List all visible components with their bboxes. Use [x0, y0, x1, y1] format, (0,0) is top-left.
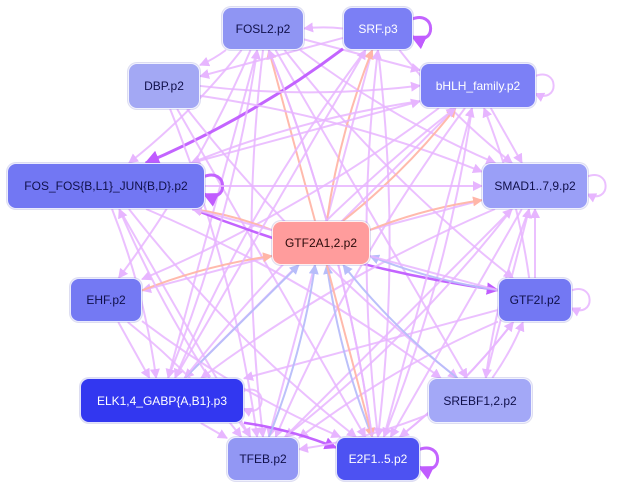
edge-gtf2a-to-srf	[325, 49, 374, 222]
edge-elk-to-tfeb	[200, 422, 228, 440]
edge-srf-to-srf	[410, 16, 433, 50]
node-dbp[interactable]: DBP.p2	[128, 63, 200, 109]
node-bhlh-family[interactable]: bHLH_family.p2	[420, 63, 536, 108]
edge-ehf-to-elk	[117, 321, 151, 379]
edge-tfeb-to-gtf2a	[267, 264, 319, 438]
edge-smad-to-tfeb	[284, 208, 513, 438]
edge-bhlh-to-smad	[489, 107, 523, 164]
edge-bhlh-to-ehf	[141, 107, 440, 281]
edge-elk-to-srf	[174, 49, 367, 379]
node-tfeb[interactable]: TFEB.p2	[227, 437, 299, 481]
edge-bhlh-to-bhlh	[533, 73, 555, 102]
edge-bhlh-to-tfeb	[274, 107, 466, 438]
node-fos-fos-jun[interactable]: FOS_FOS{B,L1}_JUN{B,D}.p2	[7, 163, 205, 209]
edge-fosl2-to-smad	[299, 49, 497, 165]
node-srebf[interactable]: SREBF1,2.p2	[428, 378, 532, 423]
node-fosl2[interactable]: FOSL2.p2	[222, 7, 304, 50]
edge-e2f-to-bhlh	[382, 107, 475, 438]
node-elk-gabp[interactable]: ELK1,4_GABP{A,B1}.p3	[80, 378, 244, 423]
edge-dbp-to-e2f	[176, 108, 367, 438]
node-smad[interactable]: SMAD1..7,9.p2	[482, 163, 588, 209]
edge-fos-to-bhlh	[190, 98, 421, 164]
node-gtf2i[interactable]: GTF2I.p2	[498, 278, 572, 322]
edge-fosl2-to-tfeb	[250, 49, 267, 438]
edge-tfeb-to-smad	[284, 208, 513, 438]
edge-fos-to-e2f	[128, 208, 357, 438]
edge-gtf2i-to-elk	[243, 309, 499, 381]
edge-fosl2-to-dbp	[199, 49, 227, 67]
edge-elk-to-gtf2a	[184, 264, 300, 379]
edge-elk-to-elk	[241, 388, 263, 417]
edge-smad-to-e2f	[389, 208, 523, 438]
edge-fos-to-srebf	[145, 208, 442, 379]
edge-dbp-to-smad	[199, 94, 483, 173]
edge-srebf-to-gtf2i	[491, 321, 525, 379]
edge-e2f-to-gtf2a	[323, 264, 374, 438]
edge-fosl2-to-srebf	[274, 49, 468, 379]
edge-dbp-to-bhlh	[199, 81, 421, 94]
edge-gtf2i-to-gtf2i	[569, 288, 591, 317]
edge-srebf-to-gtf2a	[342, 264, 458, 379]
edge-smad-to-smad	[585, 174, 607, 203]
edge-bhlh-to-fos	[190, 100, 421, 165]
node-ehf[interactable]: EHF.p2	[70, 278, 142, 322]
edge-gtf2i-to-gtf2a	[369, 254, 499, 292]
edge-srebf-to-tfeb	[298, 413, 429, 453]
edge-gtf2a-to-bhlh	[342, 107, 457, 222]
edge-srf-to-e2f	[374, 49, 391, 438]
edge-gtf2a-to-e2f	[325, 264, 375, 438]
edge-e2f-to-e2f	[417, 446, 440, 480]
node-srf[interactable]: SRF.p3	[343, 7, 413, 50]
edge-gtf2i-to-tfeb	[298, 320, 499, 439]
edge-srf-to-fosl2	[303, 22, 344, 33]
node-e2f[interactable]: E2F1..5.p2	[336, 437, 420, 481]
edge-gtf2a-to-smad	[369, 196, 483, 231]
edge-srf-to-fos	[144, 47, 344, 165]
node-gtf2a[interactable]: GTF2A1,2.p2	[272, 221, 370, 265]
